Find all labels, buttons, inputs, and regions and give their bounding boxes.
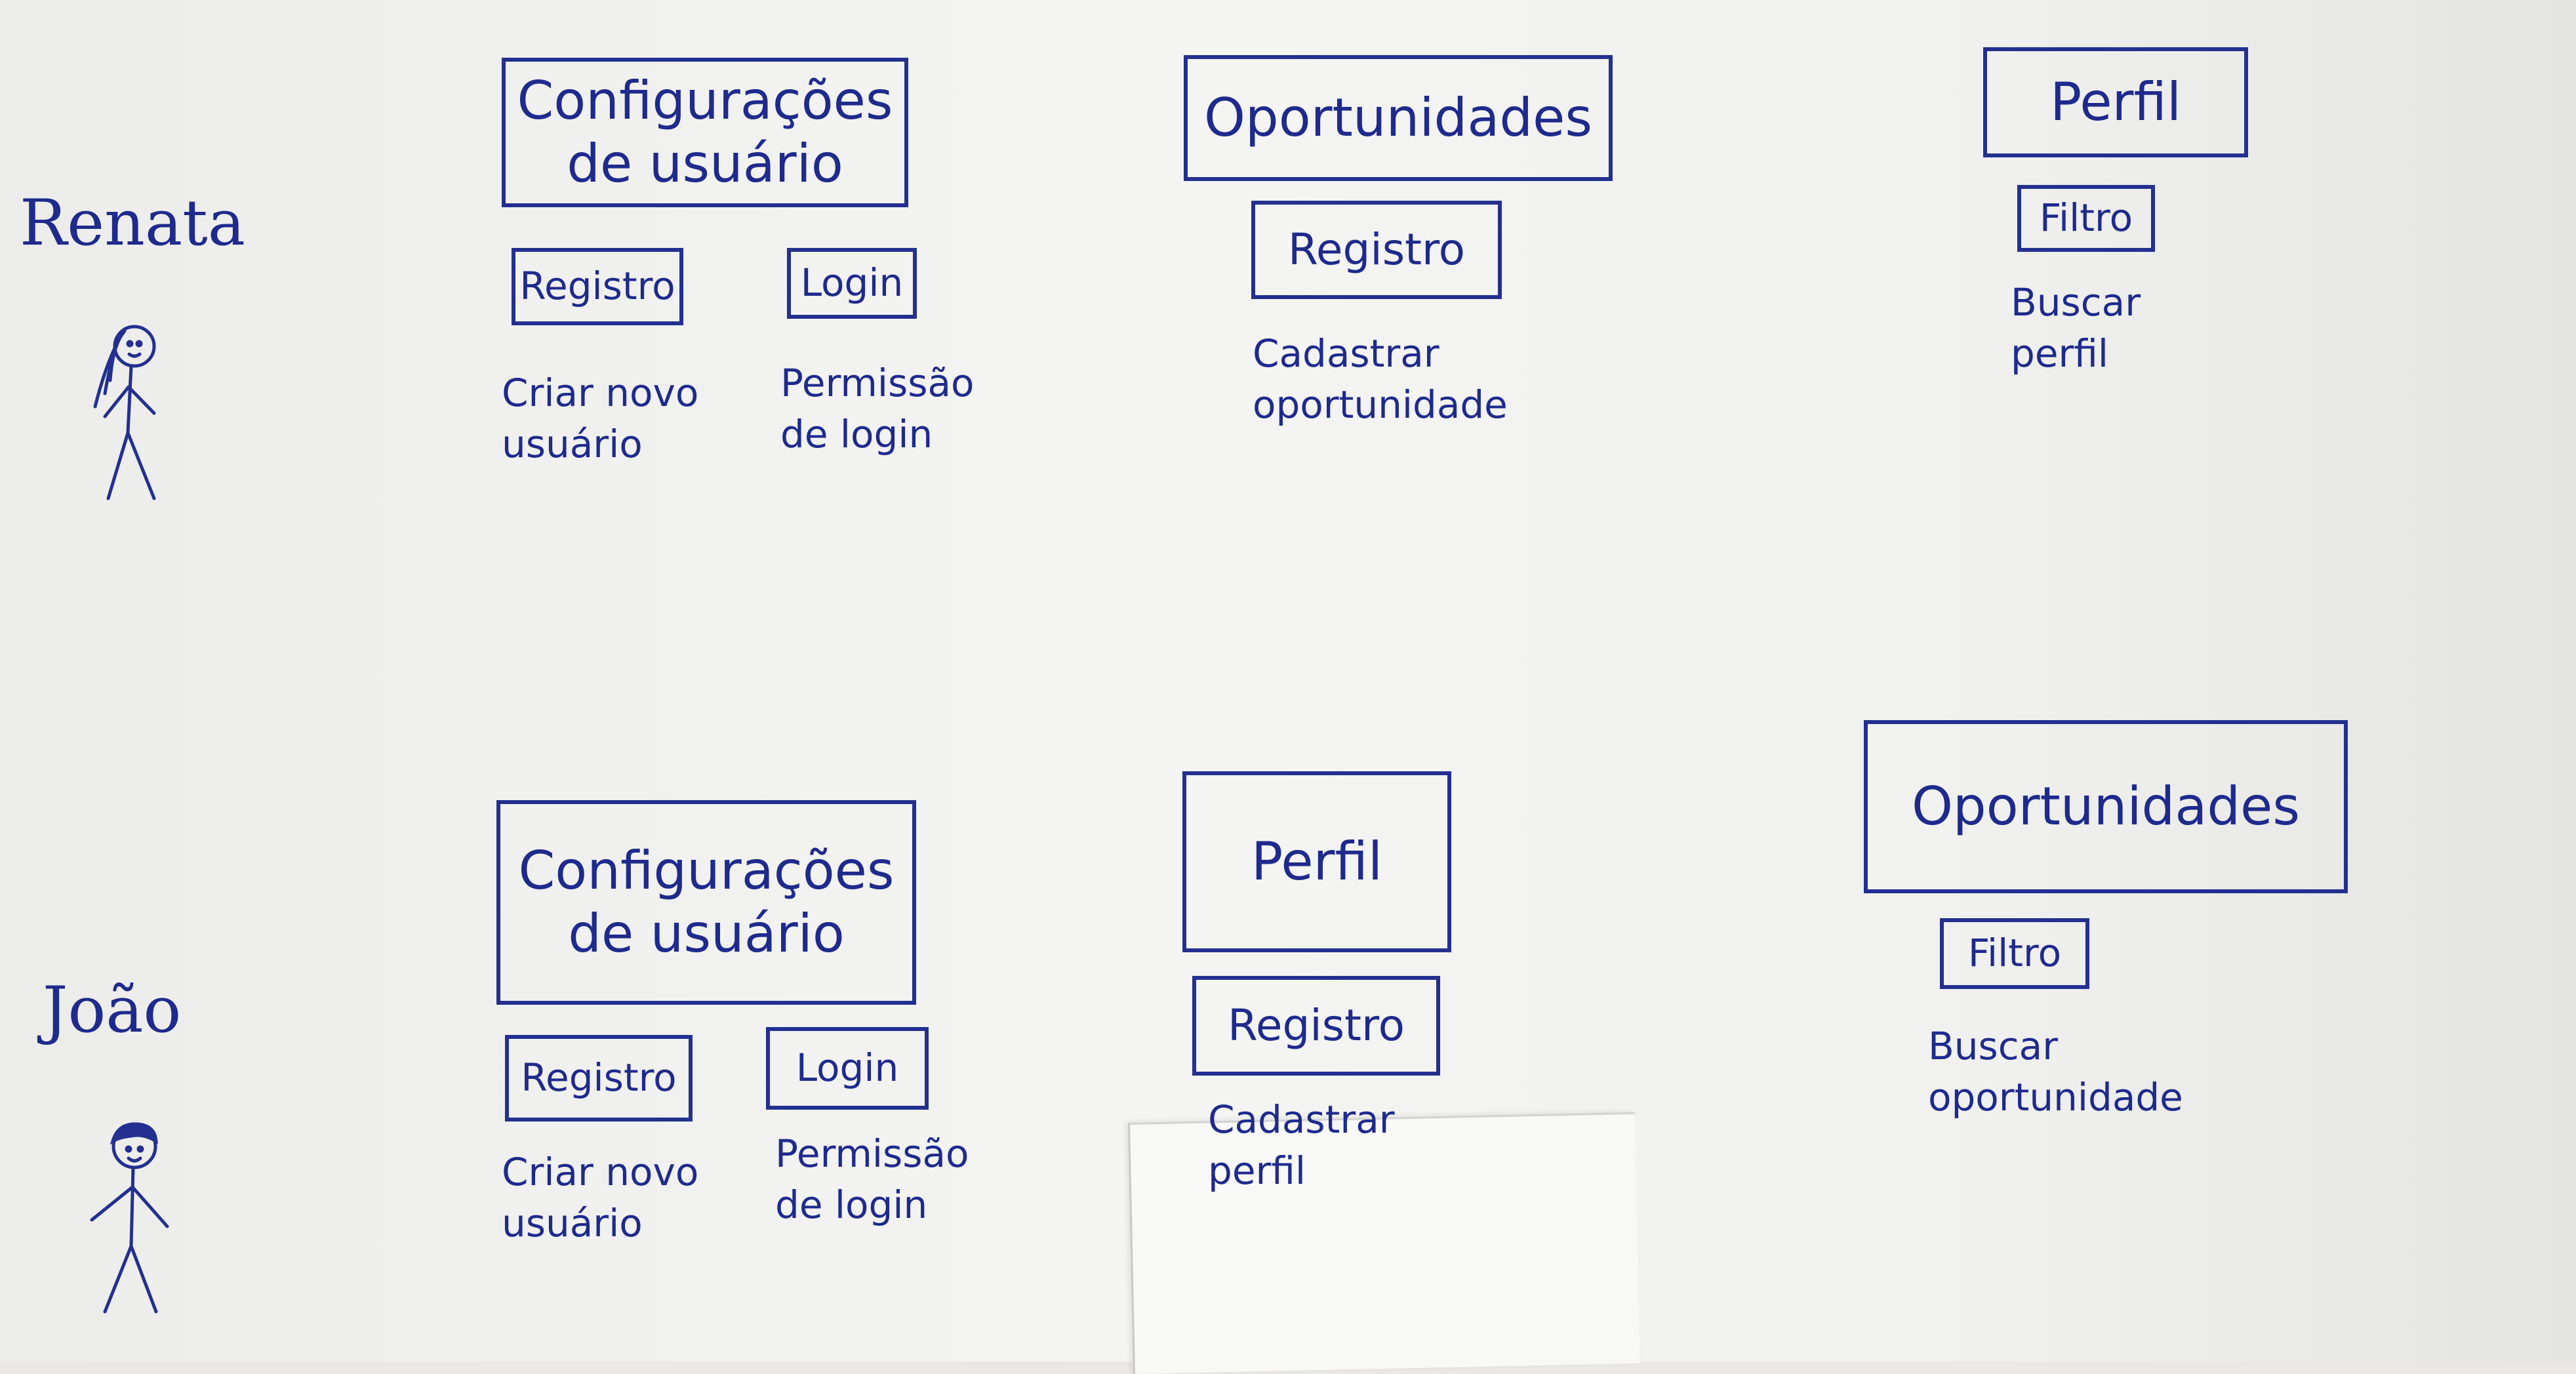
action-box-registro: Registro <box>512 248 683 325</box>
section-title-line-2: de usuário <box>567 133 843 194</box>
section-box-oportunidades-renata: Oportunidades <box>1184 55 1613 181</box>
section-title-line-1: Oportunidades <box>1203 87 1593 148</box>
action-description-criar-novo-usuario: Criar novo usuário <box>502 371 699 467</box>
persona-name-joao: João <box>43 973 182 1047</box>
section-title-line-1: Perfil <box>1251 831 1383 892</box>
section-title-line-1: Configurações <box>518 840 895 901</box>
section-box-oportunidades-joao: Oportunidades <box>1864 720 2348 893</box>
persona-name-renata: Renata <box>20 186 245 260</box>
action-box-filtro: Filtro <box>1940 918 2089 989</box>
action-box-login: Login <box>787 248 917 319</box>
action-description-cadastrar-perfil: Cadastrar perfil <box>1208 1097 1395 1194</box>
action-description-criar-novo-usuario: Criar novo usuário <box>502 1150 699 1246</box>
action-box-registro: Registro <box>1192 976 1440 1076</box>
action-box-registro: Registro <box>505 1035 693 1121</box>
section-title-line-1: Oportunidades <box>1911 776 2301 837</box>
section-box-perfil-joao: Perfil <box>1182 771 1451 952</box>
stick-figure-joao-icon <box>90 1122 169 1314</box>
action-box-registro: Registro <box>1251 201 1502 299</box>
section-title-line-1: Perfil <box>2049 71 2182 132</box>
action-description-cadastrar-oportunidade: Cadastrar oportunidade <box>1253 331 1508 428</box>
action-box-login: Login <box>766 1027 929 1110</box>
section-box-configuracoes-joao: Configurações de usuário <box>496 800 916 1005</box>
action-description-buscar-perfil: Buscar perfil <box>2011 280 2141 376</box>
section-title-line-2: de usuário <box>568 903 845 964</box>
action-description-buscar-oportunidade: Buscar oportunidade <box>1928 1024 2183 1120</box>
section-title-line-1: Configurações <box>517 70 893 131</box>
action-description-permissao-de-login: Permissão de login <box>775 1131 969 1228</box>
section-box-perfil-renata: Perfil <box>1983 47 2248 157</box>
action-description-permissao-de-login: Permissão de login <box>780 361 975 457</box>
action-box-filtro: Filtro <box>2017 185 2155 252</box>
section-box-configuracoes-renata: Configurações de usuário <box>502 58 908 207</box>
stick-figure-renata-icon <box>93 325 156 500</box>
